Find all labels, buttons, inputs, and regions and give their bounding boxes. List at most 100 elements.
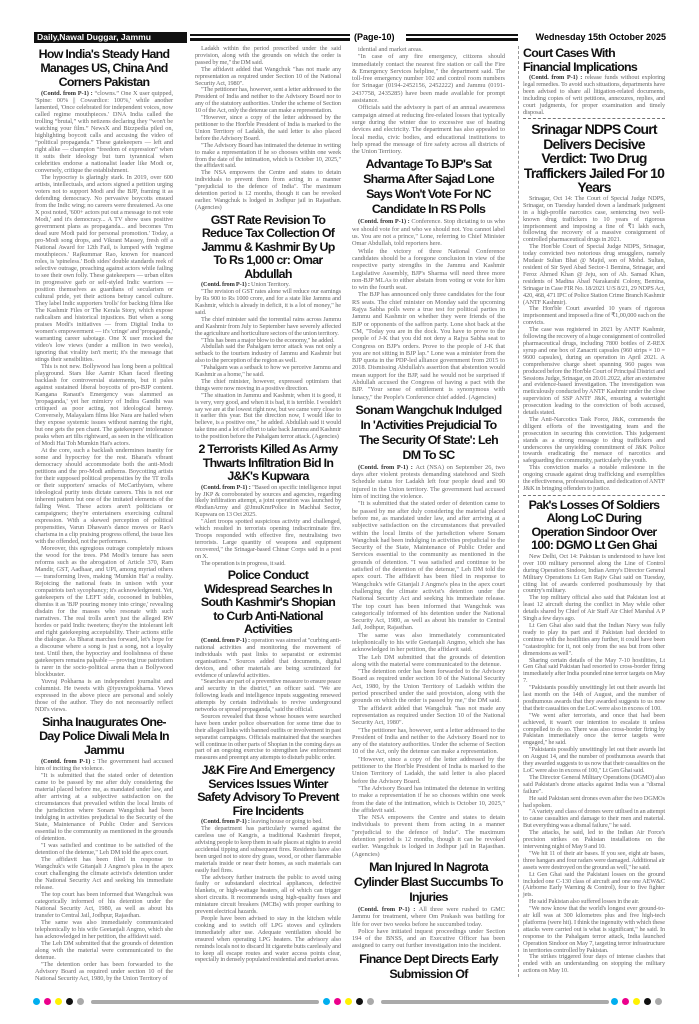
paragraph-text: "A variety and class of drones were util…	[523, 808, 665, 830]
paragraph-text: "The petitioner has, however, sent a let…	[352, 726, 505, 756]
newspaper-name: Daily,Nawal Duggar, Jammu	[34, 32, 187, 43]
article-headline: Finance Dept Directs Early Submission Of	[359, 951, 499, 981]
paragraph-text: People have been advised to stay in the …	[195, 914, 341, 964]
paragraph-text: Sharing certain details of the May 7-10 …	[523, 656, 665, 685]
paragraph-text: leaving house or going to bed.	[251, 818, 323, 826]
article-paragraph: "The Advisory Board has intimated the de…	[352, 785, 505, 814]
article-headline: Sonam Wangchuk Indulged In 'Activities P…	[355, 402, 503, 462]
article-paragraph: Srinagar, Oct 14: The Court of Special J…	[523, 194, 665, 244]
registration-dot	[622, 998, 629, 1005]
continued-from-label: (Contd. from P-1) :	[201, 281, 252, 289]
paragraph-text: The same was also immediately communicat…	[35, 919, 173, 940]
paragraph-text: The NSA empowers the Centre and states t…	[352, 814, 505, 858]
article-paragraph: Sources revealed that those whose houses…	[195, 713, 341, 762]
paragraph-text: "We now know that the world's longest ev…	[523, 905, 665, 954]
paragraph-text: "Alert troops spotted suspicious activit…	[195, 518, 341, 560]
paragraph-text: The Director General Military Operations…	[523, 773, 665, 795]
paragraph-text: The affidavit added that Wangchuk "has n…	[352, 704, 505, 727]
paragraph-text: idential and market areas.	[358, 46, 423, 53]
continued-from-label: (Contd. from P-1) :	[41, 90, 95, 97]
paragraph-text: "The Advisory Board has intimated the de…	[195, 141, 341, 170]
paragraph-text: Lt Gen Ghai said the Pakistani losses on…	[523, 870, 665, 899]
article-paragraph: (Contd. from P-1) : All three were rushe…	[352, 906, 505, 928]
column-3: idential and market areas."In case of an…	[352, 46, 505, 984]
paragraph-text: "This has been a major blow to the econo…	[201, 336, 335, 344]
paragraph-text: Officials said the advisory is part of a…	[352, 104, 505, 156]
paragraph-text: The Leh DM submitted that the grounds of…	[352, 653, 505, 668]
article: GST Rate Revision To Reduce Tax Collecti…	[195, 212, 341, 441]
article-headline: GST Rate Revision To Reduce Tax Collecti…	[201, 212, 335, 281]
paragraph-text: "The situation in Jammu and Kashmir, whe…	[195, 391, 341, 441]
continued-from-label: (Contd. from P-1) :	[358, 218, 412, 226]
article-paragraph: The chief minister said the torrential r…	[195, 316, 341, 338]
registration-dot	[334, 998, 341, 1005]
article-paragraph: "The situation in Jammu and Kashmir, whe…	[195, 391, 341, 441]
paragraph-text: The attacks, he said, led to the Indian …	[523, 829, 665, 850]
paragraph-text: "I was satisfied and continue to be sati…	[35, 842, 173, 856]
paragraph-text: The top military official also said that…	[523, 594, 665, 623]
paragraph-text: The Hon'ble Court of Special Judge NDPS,…	[523, 243, 665, 306]
paragraph-text: "Searches are part of a preventive measu…	[195, 678, 341, 714]
column-4: Court Cases With Financial Implications(…	[518, 46, 665, 978]
paragraph-text: The same was also immediately communicat…	[352, 631, 505, 654]
paragraph-text: Moreover, this egregious outrage complet…	[35, 545, 173, 678]
paragraph-text: Abdullah said the Pahalgam terror attack…	[195, 343, 341, 365]
paragraph-text: The government had accused him of inciti…	[35, 758, 173, 772]
article-paragraph: (Contd. from P-1) : Conference. Stop dic…	[352, 218, 505, 247]
article-paragraph: The advisory further instructs the publi…	[195, 874, 341, 916]
paragraph-text: "Based on specific intelligence input by…	[195, 483, 341, 519]
registration-bar-line	[91, 1000, 319, 1004]
article-headline: 2 Terrorists Killed As Army Thwarts Infi…	[198, 442, 338, 484]
article: Pak's Losses Of Soldiers Along LoC Durin…	[523, 494, 665, 975]
paragraph-text: The top court has been informed that Wan…	[35, 891, 173, 919]
paragraph-text: "However, since a copy of the letter add…	[195, 114, 341, 142]
article-paragraph: The operation is in progress, it said.	[195, 560, 341, 568]
paragraph-text: The Leh DM submitted that the grounds of…	[35, 940, 173, 961]
article-paragraph: The chief minister, however, expressed o…	[195, 377, 341, 393]
article-paragraph: "We went after terrorists, and once that…	[523, 711, 665, 748]
article-paragraph: The Leh DM submitted that the grounds of…	[352, 654, 505, 669]
article-paragraph: The Leh DM submitted that the grounds of…	[35, 940, 173, 961]
paragraph-text: release funds without exploring legal re…	[523, 74, 665, 116]
paragraph-text: Ladakh within the period prescribed unde…	[195, 45, 341, 66]
article-paragraph: (Contd. from P-1) : Union Territory.	[195, 281, 341, 289]
paragraph-text: "We went after terrorists, and once that…	[523, 711, 665, 747]
article: Finance Dept Directs Early Submission Of	[352, 952, 505, 982]
column-2: Ladakh within the period prescribed unde…	[195, 45, 341, 966]
article-paragraph: "It is submitted that the stated order o…	[352, 500, 505, 631]
article-paragraph: The same was also immediately communicat…	[352, 632, 505, 654]
article-paragraph: (Contd. from P-1) : leaving house or goi…	[195, 818, 341, 826]
continued-from-label: (Contd. from P-1) :	[358, 463, 416, 471]
article-paragraph: This conviction marks a notable mileston…	[523, 464, 665, 493]
article-paragraph: The Hon'ble Court awarded 10 years of ri…	[523, 306, 665, 327]
paragraph-text: He said Pakistan sent drones even after …	[523, 794, 665, 809]
article-paragraph: "However, since a copy of the letter add…	[195, 114, 341, 143]
article-paragraph: Lt Gen Ghai also said that the Indian Na…	[523, 622, 665, 658]
article-paragraph: "The petitioner has, however, sent a let…	[195, 87, 341, 115]
paragraph-text: The chief minister, however, expressed o…	[195, 377, 341, 392]
article: Ladakh within the period prescribed unde…	[195, 45, 341, 212]
paragraph-text: The hypocrisy is glaringly stark. In 201…	[35, 174, 173, 363]
article-paragraph: The same was also immediately communicat…	[35, 919, 173, 940]
article-paragraph: The strikes triggered four days of inten…	[523, 954, 665, 975]
article-paragraph: "I was satisfied and continue to be sati…	[35, 842, 173, 856]
article-paragraph: "The detention order has been forwarded …	[352, 668, 505, 704]
paragraph-text: This conviction marks a notable mileston…	[523, 464, 665, 492]
masthead-rule	[406, 34, 518, 41]
article-paragraph: (Contd. from P-1) : The government had a…	[35, 758, 173, 772]
article-paragraph: "The Advisory Board has intimated the de…	[195, 141, 341, 171]
article-paragraph: "In case of any fire emergency, citizens…	[352, 53, 505, 104]
article-paragraph: The case was registered in 2021 by ANTF …	[523, 326, 665, 417]
article-paragraph: The department has particularly warned a…	[195, 825, 341, 874]
article-paragraph: "Alert troops spotted suspicious activit…	[195, 518, 341, 560]
continued-from-label: (Contd. from P-1) :	[201, 636, 252, 644]
paragraph-text: Srinagar, Oct 14: The Court of Special J…	[523, 194, 665, 244]
article-paragraph: People have been advised to stay in the …	[195, 914, 341, 964]
paragraph-text: "Pakistanis possibly unwittingly let out…	[523, 684, 665, 712]
article-paragraph: Abdullah said the Pahalgam terror attack…	[195, 343, 341, 365]
article: Court Cases With Financial Implications(…	[523, 46, 665, 116]
paragraph-text: "The Advisory Board has intimated the de…	[352, 784, 505, 814]
registration-dot	[323, 998, 330, 1005]
article-paragraph: The Anti-Narcotics Task Force, J&K, comm…	[523, 416, 665, 465]
paragraph-text: This is not new. Bollywood has long been…	[35, 363, 173, 447]
